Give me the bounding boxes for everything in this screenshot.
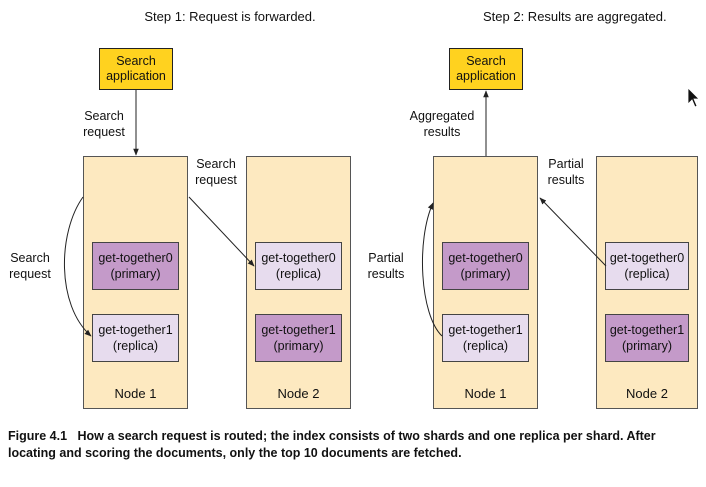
step2-node2-shard-primary: get-together1 (primary) [605, 314, 689, 362]
step1-top-label: Search request [68, 108, 140, 140]
figure-caption-text: How a search request is routed; the inde… [8, 429, 656, 460]
shard-name: get-together1 [98, 323, 173, 337]
shard-name: get-together1 [609, 323, 685, 337]
step2-top-label: Aggregated results [400, 108, 484, 140]
step1-node2-label: Node 2 [277, 386, 320, 401]
shard-name: get-together1 [448, 323, 523, 337]
step1-left-label-line2: request [9, 267, 51, 281]
shard-role: (replica) [112, 339, 159, 353]
step2-left-label-line2: results [367, 267, 405, 281]
shard-role: (replica) [275, 267, 322, 281]
step1-app-line2: application [106, 69, 166, 83]
step2-app-line2: application [456, 69, 516, 83]
step2-app-line1: Search [466, 54, 506, 68]
step2-right-label-line2: results [547, 173, 585, 187]
step1-search-application-box: Search application [99, 48, 173, 90]
step2-node1-shard-primary: get-together0 (primary) [442, 242, 529, 290]
step1-left-label: Search request [0, 250, 60, 282]
step2-left-label: Partial results [356, 250, 416, 282]
shard-role: (primary) [110, 267, 161, 281]
step2-top-label-line1: Aggregated [409, 109, 475, 123]
step1-node1-shard-replica: get-together1 (replica) [92, 314, 179, 362]
step1-node2-shard-replica: get-together0 (replica) [255, 242, 342, 290]
step2-search-application-box: Search application [449, 48, 523, 90]
mouse-pointer-icon [687, 87, 700, 108]
shard-name: get-together0 [98, 251, 173, 265]
shard-role: (primary) [460, 267, 511, 281]
step2-arrow-shard1-to-node1 [422, 202, 443, 337]
shard-name: get-together1 [261, 323, 336, 337]
step2-node2-shard-replica: get-together0 (replica) [605, 242, 689, 290]
step1-left-label-line1: Search [10, 251, 50, 265]
step1-node2-shard-primary: get-together1 (primary) [255, 314, 342, 362]
figure-number: Figure 4.1 [8, 429, 68, 443]
step2-node1-shard-replica: get-together1 (replica) [442, 314, 529, 362]
step2-right-label: Partial results [533, 156, 599, 188]
step1-node1-shard-primary: get-together0 (primary) [92, 242, 179, 290]
step2-node2-label: Node 2 [626, 386, 668, 401]
step1-top-label-line1: Search [84, 109, 124, 123]
step2-top-label-line2: results [423, 125, 461, 139]
step1-right-label-line1: Search [196, 157, 236, 171]
shard-role: (replica) [624, 267, 670, 281]
shard-name: get-together0 [261, 251, 336, 265]
step1-arrow-node1-to-node2 [188, 196, 255, 267]
shard-name: get-together0 [448, 251, 523, 265]
step2-title: Step 2: Results are aggregated. [483, 9, 667, 24]
step1-right-label-line2: request [195, 173, 237, 187]
step1-arrow-shard0-to-shard1 [63, 196, 92, 337]
step2-node1-label: Node 1 [464, 386, 507, 401]
step2-left-label-line1: Partial [368, 251, 404, 265]
step1-top-label-line2: request [83, 125, 125, 139]
step1-node1-label: Node 1 [114, 386, 157, 401]
step2-arrow-node2-to-node1 [539, 197, 607, 267]
step1-right-label: Search request [180, 156, 252, 188]
step2-right-label-line1: Partial [548, 157, 584, 171]
shard-name: get-together0 [609, 251, 685, 265]
shard-role: (replica) [462, 339, 509, 353]
shard-role: (primary) [622, 339, 672, 353]
step1-title: Step 1: Request is forwarded. [144, 9, 316, 24]
figure-caption: Figure 4.1 How a search request is route… [8, 428, 700, 462]
step1-app-line1: Search [116, 54, 156, 68]
shard-role: (primary) [273, 339, 324, 353]
